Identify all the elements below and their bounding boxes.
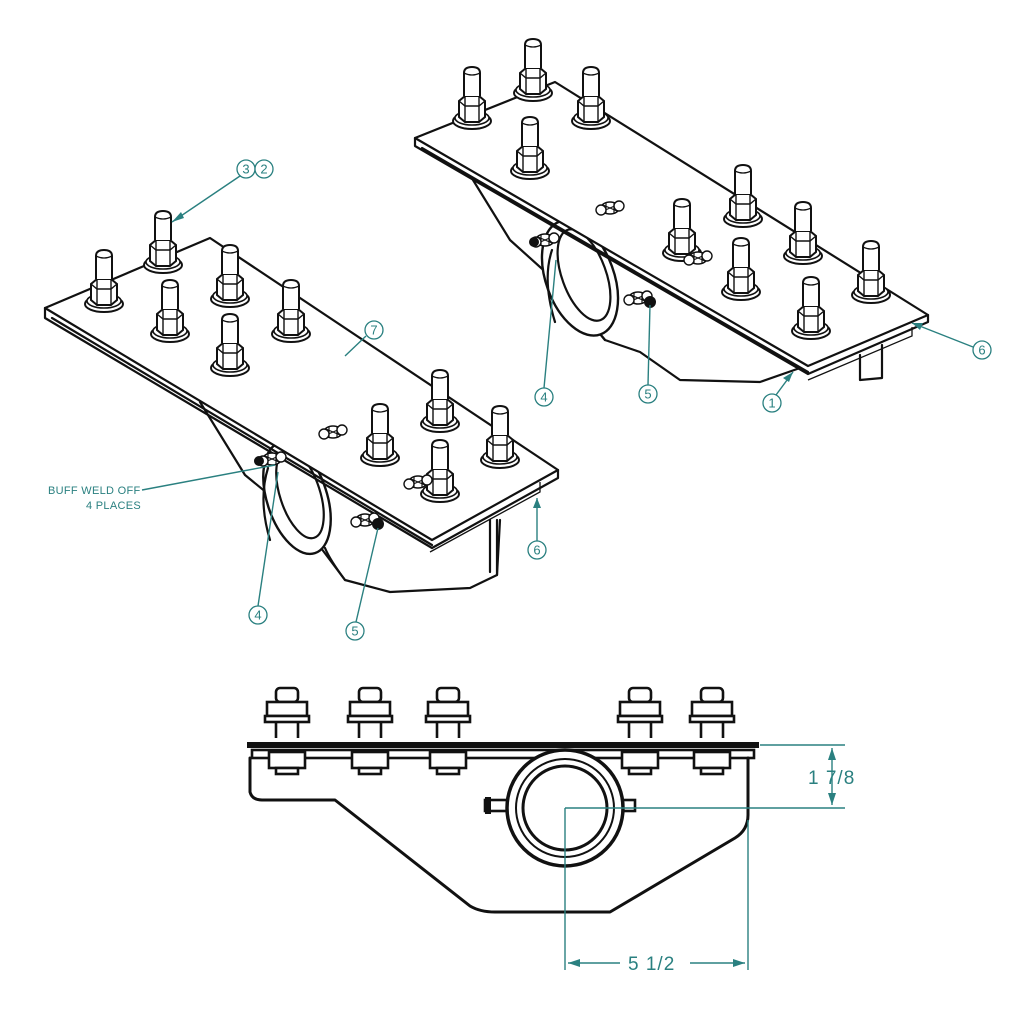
balloon-2 (254, 159, 274, 179)
iso-view-left (43, 210, 560, 594)
callouts-right: 4 5 1 6 (534, 259, 992, 413)
dimensions: 1 7/8 5 1/2 (564, 744, 855, 975)
balloon-4-left (248, 605, 268, 625)
front-view (247, 686, 759, 914)
svg-text:6: 6 (978, 343, 985, 358)
balloon-7 (364, 320, 384, 340)
svg-text:4: 4 (254, 608, 261, 623)
right-top-plate (413, 80, 930, 368)
svg-text:6: 6 (533, 543, 540, 558)
weld-note-line1: BUFF WELD OFF (48, 485, 141, 497)
balloon-1 (762, 393, 782, 413)
svg-text:5: 5 (351, 624, 358, 639)
svg-text:5: 5 (644, 387, 651, 402)
dim-width-label: 5 1/2 (628, 954, 675, 975)
svg-text:3: 3 (242, 162, 249, 177)
left-hanger-body (198, 400, 502, 594)
balloon-5-left (345, 621, 365, 641)
balloon-5-right (638, 384, 658, 404)
dim-height-label: 1 7/8 (808, 768, 855, 789)
front-hanger-outline (248, 756, 750, 914)
balloon-4-right (534, 387, 554, 407)
balloon-6-right (972, 340, 992, 360)
callouts-left: 3 2 7 BUFF WELD OFF 4 PLACES 4 5 6 (48, 159, 547, 641)
svg-text:7: 7 (370, 323, 377, 338)
svg-text:2: 2 (260, 162, 267, 177)
weld-note-line2: 4 PLACES (86, 500, 141, 512)
svg-text:4: 4 (540, 390, 547, 405)
svg-text:1: 1 (768, 396, 775, 411)
iso-view-right (413, 38, 930, 384)
balloon-6-left (527, 540, 547, 560)
right-hanger-body (471, 178, 802, 384)
